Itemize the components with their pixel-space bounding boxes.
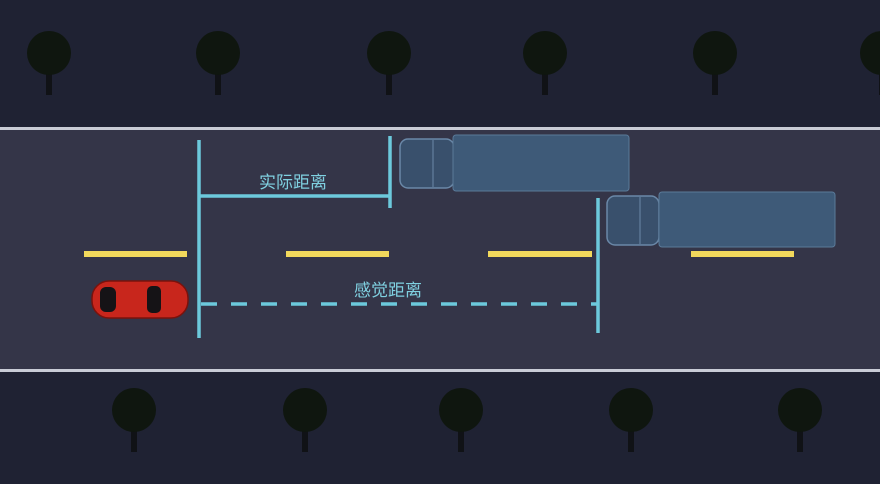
road-edge-top bbox=[0, 127, 880, 130]
tree-icon bbox=[778, 388, 822, 452]
truck-cab bbox=[606, 195, 660, 246]
lane-dash bbox=[286, 251, 389, 257]
top-tree-row bbox=[27, 31, 880, 95]
lane-dash bbox=[691, 251, 794, 257]
actual-distance-label: 实际距离 bbox=[259, 173, 327, 193]
tree-icon bbox=[27, 31, 71, 95]
truck-perceived bbox=[606, 191, 836, 248]
tree-icon bbox=[283, 388, 327, 452]
tree-icon bbox=[112, 388, 156, 452]
truck-actual bbox=[399, 134, 630, 192]
tree-icon bbox=[693, 31, 737, 95]
tree-icon bbox=[523, 31, 567, 95]
perceived-distance-label: 感觉距离 bbox=[354, 281, 422, 301]
tree-icon bbox=[367, 31, 411, 95]
lane-markings bbox=[84, 251, 794, 257]
measure-lines bbox=[197, 136, 600, 338]
lane-dash bbox=[84, 251, 187, 257]
tree-icon bbox=[609, 388, 653, 452]
tree-icon bbox=[439, 388, 483, 452]
truck-trailer bbox=[658, 191, 836, 248]
truck-cab bbox=[399, 138, 455, 189]
tree-icon bbox=[196, 31, 240, 95]
truck-trailer bbox=[452, 134, 630, 192]
road-edge-bottom bbox=[0, 369, 880, 372]
bottom-tree-row bbox=[112, 388, 822, 452]
red-car bbox=[91, 280, 189, 319]
lane-dash bbox=[488, 251, 592, 257]
